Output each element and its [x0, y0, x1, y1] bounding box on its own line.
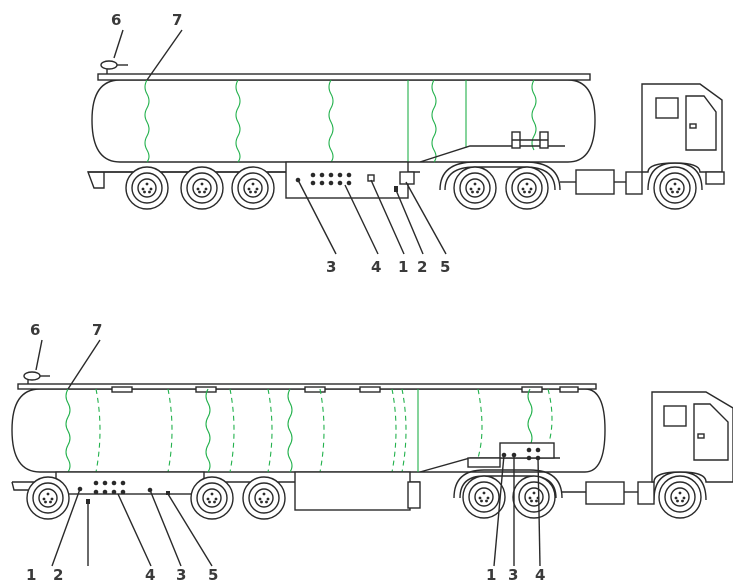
callout-1: 1 [26, 566, 36, 580]
bottom-leader-lines [35, 339, 541, 567]
tank-partitions [65, 388, 553, 473]
callout-1: 1 [398, 258, 408, 276]
callout-1-rear: 1 [486, 566, 496, 580]
callout-7: 7 [172, 11, 182, 29]
callout-5: 5 [208, 566, 218, 580]
tank-body [91, 79, 596, 163]
manhole-valve [23, 371, 50, 384]
tank-body [11, 388, 606, 473]
top-leader-lines [113, 29, 447, 255]
callout-7: 7 [92, 321, 102, 339]
top-tanker: 6 7 3 4 1 2 5 [86, 11, 725, 276]
callout-4: 4 [371, 258, 381, 276]
callout-5: 5 [440, 258, 450, 276]
manhole-valve [100, 60, 128, 74]
callout-6: 6 [30, 321, 40, 339]
tank-partitions [144, 79, 537, 163]
bottom-tanker: 6 7 1 2 4 3 5 1 3 4 [11, 321, 733, 580]
callout-3: 3 [326, 258, 336, 276]
control-cabinet [55, 471, 205, 495]
callout-6: 6 [111, 11, 121, 29]
callout-2: 2 [53, 566, 63, 580]
hatch-clamps [111, 386, 579, 393]
callout-3: 3 [176, 566, 186, 580]
callout-4: 4 [145, 566, 155, 580]
rear-cabinet-outlets [501, 447, 541, 461]
control-cabinet [285, 161, 409, 199]
callout-2: 2 [417, 258, 427, 276]
callout-4-rear: 4 [535, 566, 545, 580]
top-rail [97, 73, 591, 81]
callout-3-rear: 3 [508, 566, 518, 580]
